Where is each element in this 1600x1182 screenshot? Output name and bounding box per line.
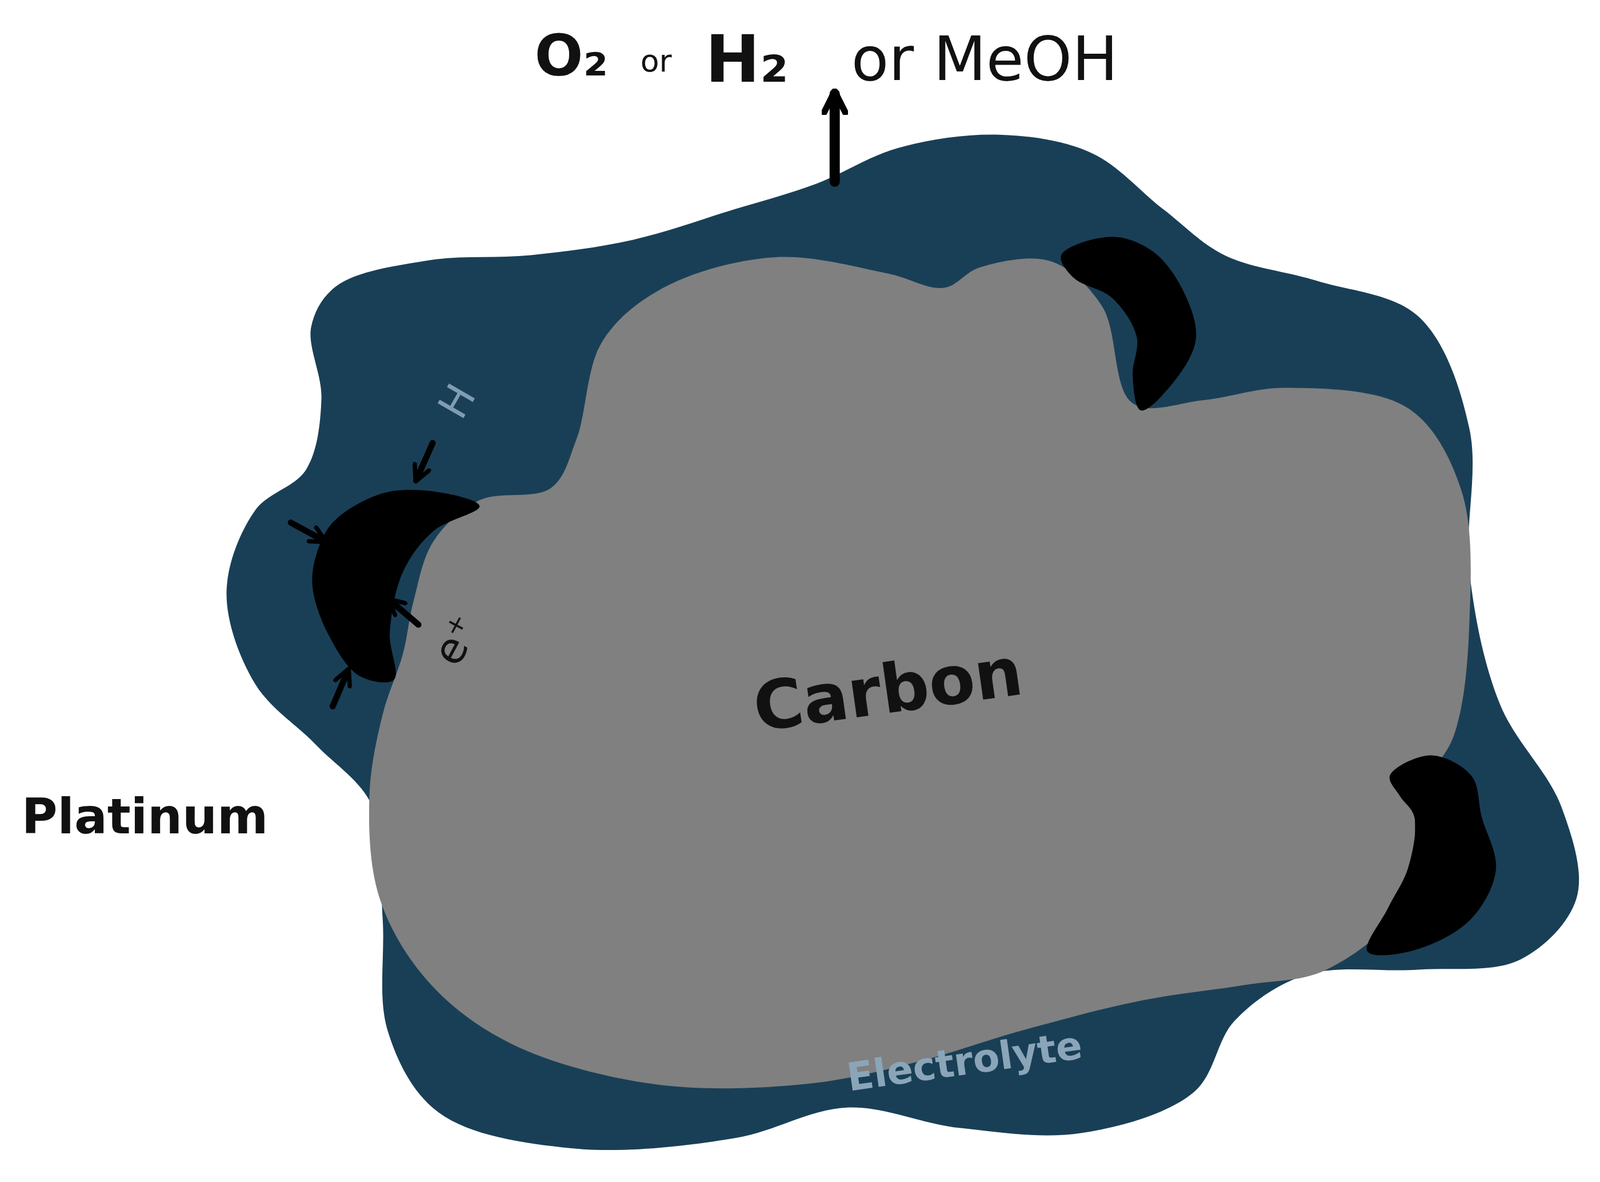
proton-arrow [416, 442, 434, 480]
species-label: or MeOH [851, 28, 1119, 90]
species-label: O₂ [534, 27, 609, 85]
flux-arrow [829, 93, 840, 182]
platinum-particle [1060, 236, 1196, 411]
platinum-particle [1366, 755, 1497, 956]
electrolyte-layer [226, 134, 1579, 1150]
electron-arrow [389, 600, 419, 625]
reactant-arrow [332, 670, 348, 707]
connector-word: or [640, 45, 672, 77]
platinum-label: Platinum [21, 792, 269, 842]
reactant-arrow [290, 522, 325, 541]
species-label: H₂ [705, 26, 789, 92]
carbon-support [369, 257, 1471, 1089]
